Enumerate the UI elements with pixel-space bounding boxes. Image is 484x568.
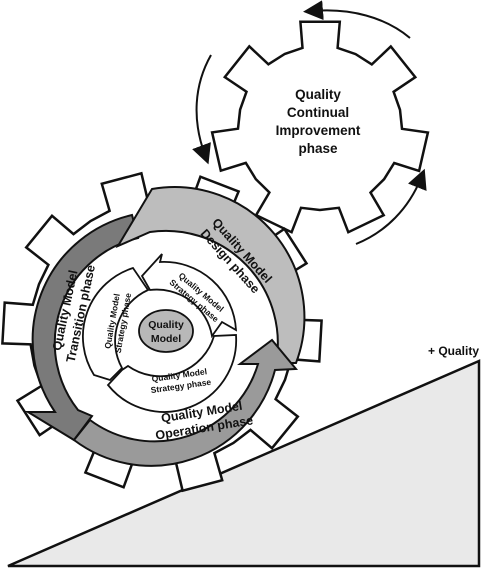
rotation-arrow-top	[303, 0, 411, 39]
continual-improvement-label: Quality Continual Improvement phase	[276, 87, 361, 156]
svg-text:Improvement: Improvement	[276, 123, 361, 138]
svg-text:Continual: Continual	[287, 105, 349, 120]
continual-improvement-gear	[210, 20, 430, 234]
svg-text:Quality: Quality	[148, 319, 184, 331]
strategy-segment-bottom	[106, 334, 238, 413]
svg-text:Model: Model	[151, 333, 181, 345]
strategy-segment-top	[140, 253, 237, 339]
rotation-arrow-left	[192, 54, 212, 165]
strategy-segment-left	[82, 266, 150, 382]
rotation-arrow-right	[355, 168, 427, 245]
ramp-label: + Quality	[428, 344, 479, 358]
operation-phase-segment	[72, 338, 299, 467]
svg-text:phase: phase	[298, 141, 338, 156]
quality-ramp	[7, 359, 481, 568]
center-quality-model	[138, 309, 194, 353]
svg-text:Quality: Quality	[295, 87, 341, 102]
design-phase-segment	[115, 186, 306, 364]
center-label: Quality Model	[148, 319, 184, 345]
